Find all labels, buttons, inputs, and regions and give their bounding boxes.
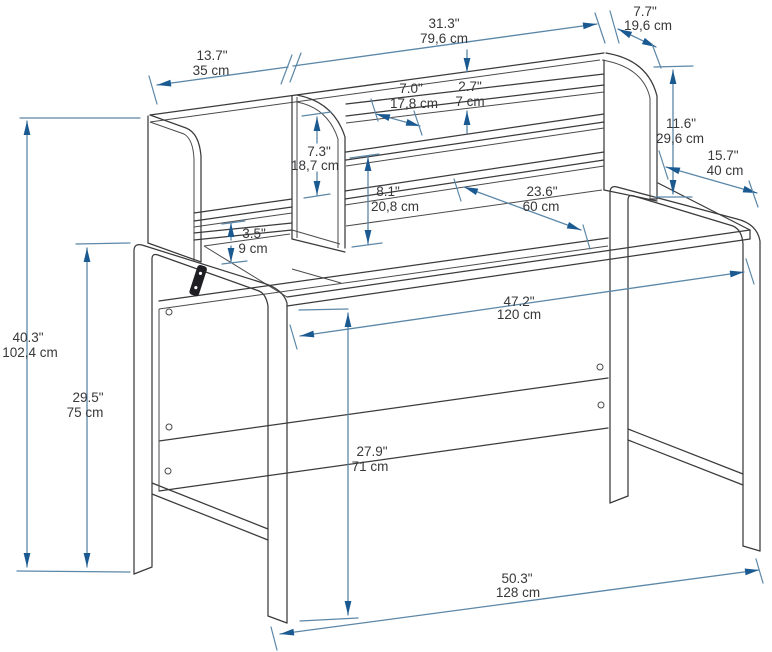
dim-shelf-clearance-cm: 20,8 cm bbox=[371, 199, 419, 214]
dim-shelf-depth-cm: 17,8 cm bbox=[390, 96, 438, 111]
screw-icon bbox=[165, 423, 173, 431]
dim-underdesk-height-cm: 71 cm bbox=[352, 459, 389, 474]
dimension-labels: 13.7" 35 cm 31.3" 79,6 cm 7.7" 19,6 cm 7… bbox=[2, 4, 743, 600]
dim-left-compartment-height-inch: 7.3" bbox=[307, 144, 331, 159]
dim-desktop-width-cm: 120 cm bbox=[497, 307, 541, 322]
dim-desk-height-cm: 75 cm bbox=[67, 405, 104, 420]
dim-top-lip-height-inch: 2.7" bbox=[458, 79, 482, 94]
dim-right-side-depth-cm: 40 cm bbox=[707, 163, 744, 178]
dim-desk-height-lines bbox=[75, 242, 131, 568]
dim-hutch-shelf-width-inch: 31.3" bbox=[428, 16, 459, 31]
dim-hutch-shelf-width-lines bbox=[292, 12, 606, 67]
dim-desktop-width-lines bbox=[289, 258, 755, 350]
dim-base-shelf-gap-inch: 3.5" bbox=[242, 226, 266, 241]
hutch bbox=[147, 52, 658, 263]
dim-top-lip-height-cm: 7 cm bbox=[455, 94, 484, 109]
dim-desktop-depth-inch: 23.6" bbox=[526, 184, 557, 199]
dim-desk-height-inch: 29.5" bbox=[72, 390, 103, 405]
dim-hutch-top-depth-lines bbox=[609, 10, 662, 69]
dim-hutch-height-cm: 29,6 cm bbox=[656, 131, 704, 146]
dim-base-shelf-gap-lines bbox=[221, 220, 248, 265]
desk-frame-left bbox=[133, 244, 288, 624]
desktop bbox=[203, 182, 751, 307]
dim-hutch-height-inch: 11.6" bbox=[666, 116, 696, 131]
dim-hutch-shelf-width-cm: 79,6 cm bbox=[420, 31, 468, 46]
dim-overall-height-cm: 102,4 cm bbox=[2, 345, 58, 360]
dim-hutch-left-width-cm: 35 cm bbox=[193, 63, 230, 78]
dimension-lines bbox=[16, 10, 764, 651]
screw-icon bbox=[597, 401, 605, 409]
dim-left-compartment-height-lines bbox=[301, 111, 332, 199]
dim-desktop-width-inch: 47.2" bbox=[503, 294, 534, 309]
dim-overall-width-inch: 50.3" bbox=[501, 571, 532, 586]
dim-shelf-clearance-lines bbox=[349, 153, 383, 248]
dim-shelf-clearance-inch: 8.1" bbox=[376, 184, 400, 199]
dim-desktop-depth-cm: 60 cm bbox=[523, 199, 560, 214]
dim-overall-width-cm: 128 cm bbox=[496, 585, 540, 600]
dim-overall-width-lines bbox=[270, 558, 764, 651]
dim-hutch-left-width-inch: 13.7" bbox=[196, 48, 227, 63]
dim-right-side-depth-inch: 15.7" bbox=[707, 148, 738, 163]
dim-overall-height-inch: 40.3" bbox=[12, 330, 43, 345]
desk-frame-right bbox=[609, 186, 761, 552]
screw-icon bbox=[165, 308, 173, 316]
screw-icon bbox=[596, 363, 604, 371]
dim-underdesk-height-lines bbox=[298, 308, 359, 622]
dim-shelf-depth-inch: 7.0" bbox=[399, 81, 423, 96]
dim-overall-height-lines bbox=[16, 117, 141, 573]
dim-desktop-depth-lines bbox=[453, 178, 591, 250]
dim-shelf-depth-lines bbox=[370, 98, 423, 136]
dim-hutch-top-depth-cm: 19,6 cm bbox=[624, 18, 672, 33]
dim-left-compartment-height-cm: 18,7 cm bbox=[291, 158, 339, 173]
screw-icon bbox=[164, 467, 172, 475]
dim-hutch-top-depth-inch: 7.7" bbox=[633, 4, 657, 19]
bracket-icon bbox=[189, 265, 207, 297]
dim-right-side-depth-lines bbox=[658, 150, 759, 208]
dim-base-shelf-gap-cm: 9 cm bbox=[238, 241, 267, 256]
dim-underdesk-height-inch: 27.9" bbox=[356, 444, 387, 459]
dim-hutch-left-width-lines bbox=[148, 52, 302, 105]
